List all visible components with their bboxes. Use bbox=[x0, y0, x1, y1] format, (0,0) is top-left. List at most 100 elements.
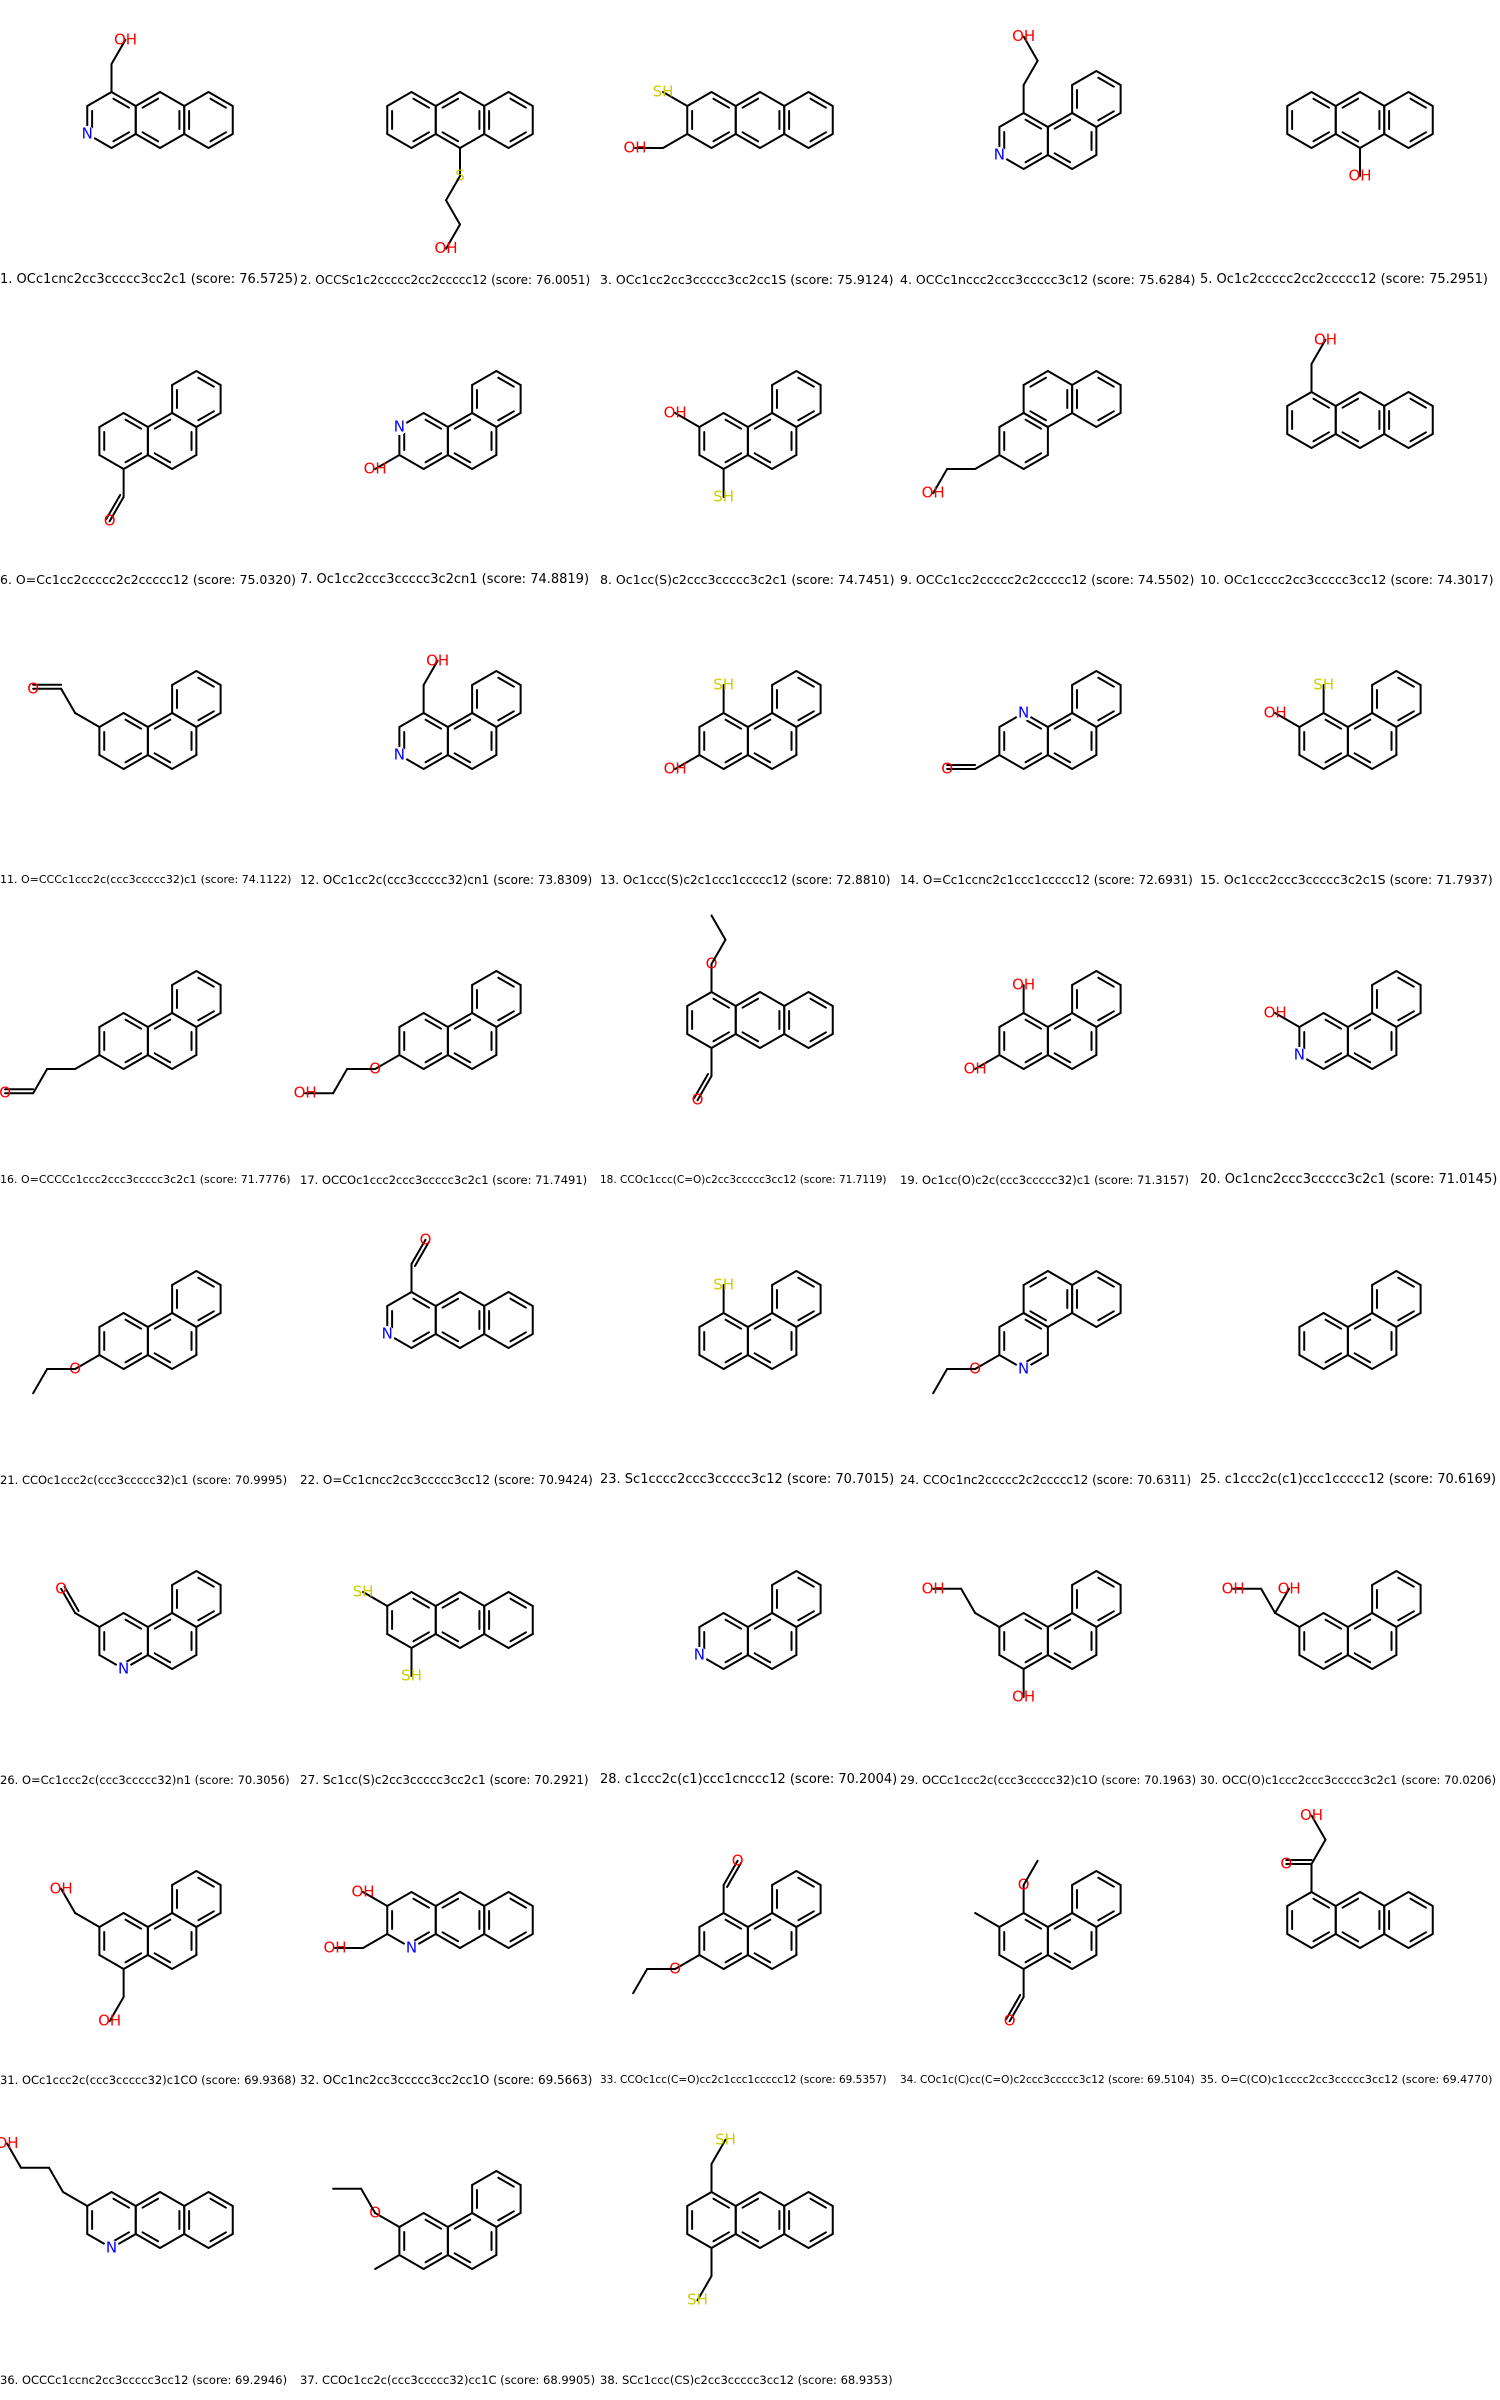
ring-double-bond bbox=[724, 718, 743, 730]
molecule-structure: NOH bbox=[1264, 970, 1422, 1070]
ring-double-bond bbox=[1097, 1610, 1115, 1622]
svg-text:OH: OH bbox=[364, 460, 387, 478]
ring-bond bbox=[998, 454, 1025, 470]
ring-double-bond bbox=[497, 376, 515, 388]
ring-bond bbox=[195, 412, 222, 428]
ring-bond bbox=[386, 133, 413, 149]
ring-bond bbox=[1071, 112, 1098, 128]
ring-double-bond bbox=[424, 1052, 443, 1064]
ring-bond bbox=[495, 670, 522, 686]
ring-bond bbox=[783, 2191, 810, 2207]
ring-bond bbox=[1046, 154, 1074, 170]
ring-bond bbox=[171, 454, 198, 470]
ring-double-bond bbox=[1409, 1897, 1427, 1909]
ring-bond bbox=[1286, 433, 1313, 449]
ring-bond bbox=[1310, 91, 1337, 107]
ring-double-bond bbox=[509, 1631, 527, 1643]
ring-bond bbox=[1383, 391, 1410, 407]
nitrogen-atom: N bbox=[382, 1325, 393, 1343]
ring-double-bond bbox=[741, 131, 760, 143]
ring-double-bond bbox=[1097, 710, 1115, 722]
ring-bond bbox=[159, 91, 186, 107]
ring-bond bbox=[134, 133, 161, 149]
ring-bond bbox=[1046, 1270, 1074, 1286]
ring-bond bbox=[1286, 391, 1313, 407]
ring-bond bbox=[171, 1354, 198, 1370]
ring-bond bbox=[171, 754, 198, 770]
ring-double-bond bbox=[124, 752, 143, 764]
ring-bond bbox=[398, 2254, 425, 2270]
ring-bond bbox=[807, 991, 834, 1007]
ring-bond bbox=[759, 133, 786, 149]
ring-bond bbox=[483, 1591, 510, 1607]
ring-bond bbox=[1071, 1054, 1098, 1070]
ring-double-bond bbox=[124, 718, 143, 730]
ring-bond bbox=[795, 370, 822, 386]
molecule-caption: 19. Oc1cc(O)c2c(ccc3ccccc32)c1 (score: 7… bbox=[900, 1173, 1190, 1187]
ring-double-bond bbox=[724, 752, 743, 764]
ring-double-bond bbox=[1409, 1931, 1427, 1943]
ring-bond bbox=[171, 970, 198, 986]
ring-double-bond bbox=[1353, 1318, 1372, 1330]
ring-bond bbox=[1359, 391, 1386, 407]
ring-bond bbox=[1371, 712, 1398, 728]
ring-bond bbox=[459, 1333, 486, 1349]
molecule-caption: 14. O=Cc1ccnc2c1ccc1ccccc12 (score: 72.6… bbox=[900, 873, 1193, 887]
ring-bond bbox=[134, 2233, 161, 2249]
ring-double-bond bbox=[424, 1018, 443, 1030]
ring-bond bbox=[795, 1570, 822, 1586]
ring-bond bbox=[1095, 1870, 1122, 1886]
ring-double-bond bbox=[1024, 1652, 1043, 1664]
ring-bond bbox=[459, 133, 486, 149]
ring-double-bond bbox=[797, 1276, 815, 1288]
ring-bond bbox=[207, 2233, 234, 2249]
ring-bond bbox=[398, 454, 425, 470]
ring-bond bbox=[183, 2233, 210, 2249]
ring-double-bond bbox=[197, 1876, 215, 1888]
ring-bond bbox=[1095, 970, 1122, 986]
ring-bond bbox=[122, 1012, 149, 1028]
molecule-structure: NOH bbox=[991, 27, 1122, 170]
ring-bond bbox=[1298, 754, 1325, 770]
ring-bond bbox=[1395, 712, 1422, 728]
ring-bond bbox=[1095, 112, 1122, 128]
molecule-caption: 32. OCc1nc2cc3ccccc3cc2cc1O (score: 69.5… bbox=[300, 2073, 593, 2087]
ring-bond bbox=[471, 370, 498, 386]
ring-double-bond bbox=[1324, 1352, 1343, 1364]
ring-double-bond bbox=[1097, 1876, 1115, 1888]
ring-bond bbox=[1298, 1612, 1325, 1628]
ring-bond bbox=[1395, 1570, 1422, 1586]
ring-bond bbox=[698, 1312, 725, 1328]
ring-bond bbox=[434, 1591, 461, 1607]
ring-bond bbox=[422, 754, 449, 770]
ring-double-bond bbox=[1397, 1310, 1415, 1322]
ring-bond bbox=[1071, 1612, 1098, 1628]
nitrogen-atom: N bbox=[694, 1646, 705, 1664]
ring-bond bbox=[734, 2191, 761, 2207]
ring-bond bbox=[398, 1054, 425, 1070]
ring-bond bbox=[722, 1912, 749, 1928]
ring-bond bbox=[710, 2191, 737, 2207]
ring-double-bond bbox=[1097, 376, 1115, 388]
ring-bond bbox=[1071, 1912, 1098, 1928]
ring-double-bond bbox=[412, 1897, 430, 1909]
ring-bond bbox=[1071, 412, 1098, 428]
ring-double-bond bbox=[1024, 1918, 1043, 1930]
ring-bond bbox=[207, 2191, 234, 2207]
ring-bond bbox=[795, 1912, 822, 1928]
molecule-caption: 36. OCCCc1ccnc2cc3ccccc3cc12 (score: 69.… bbox=[0, 2373, 288, 2387]
ring-bond bbox=[483, 133, 510, 149]
ring-double-bond bbox=[724, 1618, 743, 1630]
ring-bond bbox=[1046, 712, 1074, 728]
ring-bond bbox=[1046, 1054, 1074, 1070]
ring-bond bbox=[771, 1312, 798, 1328]
ring-double-bond bbox=[724, 452, 743, 464]
molecule-caption: 2. OCCSc1c2ccccc2cc2ccccc12 (score: 76.0… bbox=[300, 273, 591, 287]
ring-bond bbox=[746, 754, 774, 770]
